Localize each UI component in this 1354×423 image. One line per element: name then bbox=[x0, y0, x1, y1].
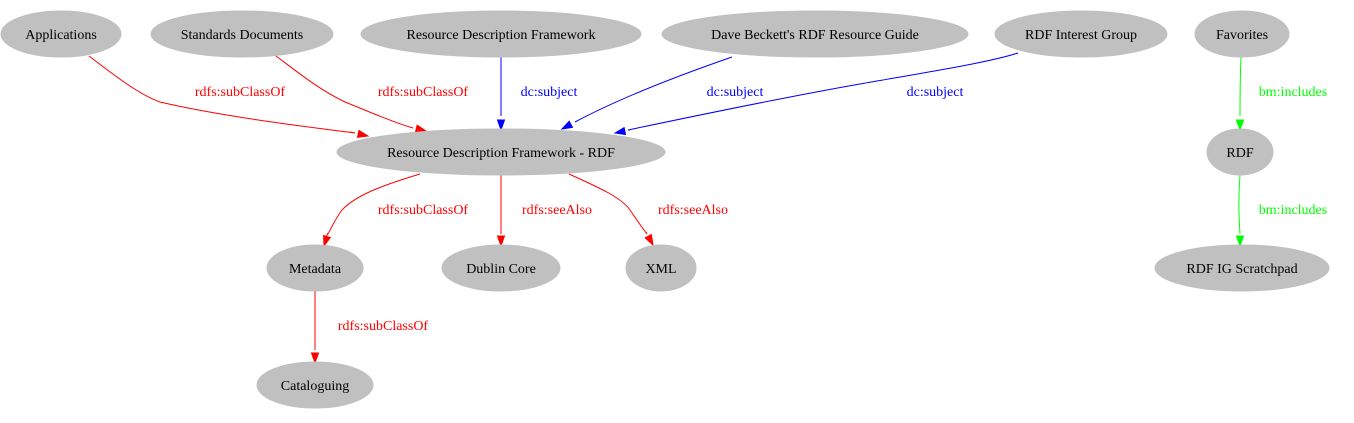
edge-metadata-to-cataloguing: rdfs:subClassOf bbox=[310, 291, 429, 365]
arrowhead-icon bbox=[310, 352, 320, 365]
node-label: Cataloguing bbox=[281, 379, 349, 394]
node-ellipse bbox=[1206, 128, 1274, 176]
edge-label: dc:subject bbox=[707, 85, 764, 100]
edge-label: rdfs:subClassOf bbox=[378, 203, 469, 218]
node-label: Dave Beckett's RDF Resource Guide bbox=[711, 28, 919, 43]
node-ellipse bbox=[360, 10, 642, 58]
edge-applications-to-rdf-main: rdfs:subClassOf bbox=[88, 55, 370, 138]
edge-label: dc:subject bbox=[521, 85, 578, 100]
node-label: Metadata bbox=[289, 262, 342, 277]
node-ellipse bbox=[441, 244, 561, 292]
edge-interest-group-to-rdf-main: dc:subject bbox=[613, 52, 1019, 136]
edges-layer: rdfs:subClassOf rdfs:subClassOf dc:subject… bbox=[88, 52, 1327, 365]
edge-line bbox=[627, 52, 1019, 131]
edge-rdf-main-to-dublin-core: rdfs:seeAlso bbox=[496, 175, 592, 248]
arrowhead-icon bbox=[560, 120, 574, 130]
arrowhead-icon bbox=[1235, 235, 1245, 248]
node-ellipse bbox=[150, 10, 334, 58]
edge-label: bm:includes bbox=[1259, 85, 1327, 100]
node-label: RDF IG Scratchpad bbox=[1186, 262, 1297, 277]
node-dublin-core: Dublin Core bbox=[441, 244, 561, 292]
node-rdf-framework: Resource Description Framework bbox=[360, 10, 642, 58]
edge-favorites-to-rdf: bm:includes bbox=[1235, 56, 1327, 132]
edge-line bbox=[325, 173, 421, 237]
node-cataloguing: Cataloguing bbox=[256, 361, 374, 409]
edge-label: rdfs:seeAlso bbox=[522, 203, 592, 218]
node-label: Favorites bbox=[1216, 28, 1268, 43]
node-ellipse bbox=[1194, 10, 1290, 58]
node-standards: Standards Documents bbox=[150, 10, 334, 58]
node-label: RDF bbox=[1226, 146, 1253, 161]
node-ellipse bbox=[256, 361, 374, 409]
node-ellipse bbox=[625, 244, 697, 292]
node-ellipse bbox=[994, 10, 1168, 58]
arrowhead-icon bbox=[496, 235, 506, 248]
edge-rdf-to-scratchpad: bm:includes bbox=[1235, 174, 1327, 248]
node-ellipse bbox=[0, 10, 122, 58]
edge-label: rdfs:subClassOf bbox=[378, 85, 469, 100]
edge-rdf-framework-to-rdf-main: dc:subject bbox=[496, 57, 578, 132]
edge-label: bm:includes bbox=[1259, 203, 1327, 218]
node-metadata: Metadata bbox=[266, 244, 364, 292]
edge-label: rdfs:subClassOf bbox=[338, 319, 429, 334]
edge-line bbox=[1238, 174, 1241, 235]
node-rdf-main: Resource Description Framework - RDF bbox=[336, 128, 666, 176]
edge-beckett-to-rdf-main: dc:subject bbox=[560, 56, 764, 130]
node-scratchpad: RDF IG Scratchpad bbox=[1154, 244, 1330, 292]
node-label: Resource Description Framework - RDF bbox=[387, 146, 615, 161]
arrowhead-icon bbox=[1235, 119, 1245, 132]
edge-label: rdfs:seeAlso bbox=[658, 203, 728, 218]
node-ellipse bbox=[1154, 244, 1330, 292]
edge-label: rdfs:subClassOf bbox=[195, 85, 286, 100]
edge-rdf-main-to-xml: rdfs:seeAlso bbox=[568, 173, 728, 247]
arrowhead-icon bbox=[323, 234, 332, 248]
node-ellipse bbox=[336, 128, 666, 176]
node-xml: XML bbox=[625, 244, 697, 292]
edge-line bbox=[275, 55, 414, 129]
node-interest-group: RDF Interest Group bbox=[994, 10, 1168, 58]
edge-rdf-main-to-metadata: rdfs:subClassOf bbox=[323, 173, 469, 248]
arrowhead-icon bbox=[644, 233, 654, 247]
node-label: RDF Interest Group bbox=[1025, 28, 1137, 43]
edge-standards-to-rdf-main: rdfs:subClassOf bbox=[275, 55, 469, 133]
node-label: Resource Description Framework bbox=[407, 28, 596, 43]
node-beckett: Dave Beckett's RDF Resource Guide bbox=[661, 10, 969, 58]
arrowhead-icon bbox=[613, 126, 627, 136]
node-label: Dublin Core bbox=[466, 262, 536, 277]
node-label: Applications bbox=[25, 28, 97, 43]
edge-line bbox=[1239, 56, 1242, 117]
node-applications: Applications bbox=[0, 10, 122, 58]
edge-line bbox=[88, 55, 356, 134]
node-rdf: RDF bbox=[1206, 128, 1274, 176]
edge-label: dc:subject bbox=[907, 85, 964, 100]
edge-line bbox=[574, 56, 733, 123]
node-favorites: Favorites bbox=[1194, 10, 1290, 58]
node-label: XML bbox=[645, 262, 676, 277]
arrowhead-icon bbox=[496, 119, 506, 132]
node-label: Standards Documents bbox=[181, 28, 303, 43]
edge-line bbox=[568, 173, 648, 235]
node-ellipse bbox=[266, 244, 364, 292]
arrowhead-icon bbox=[414, 124, 428, 133]
node-ellipse bbox=[661, 10, 969, 58]
arrowhead-icon bbox=[356, 129, 370, 138]
